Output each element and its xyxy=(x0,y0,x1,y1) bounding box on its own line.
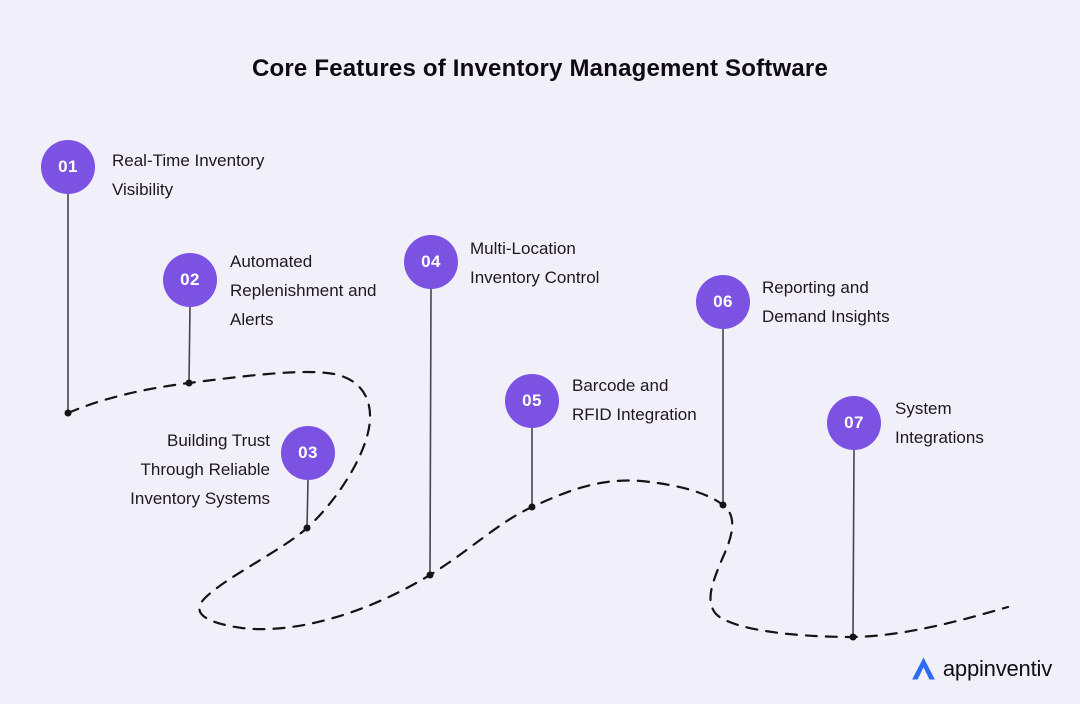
anchor-dot-01 xyxy=(64,409,72,417)
appinventiv-logo-icon xyxy=(912,657,935,680)
step-label-01-line-1: Real-Time Inventory xyxy=(112,151,265,170)
step-stems xyxy=(67,193,855,638)
step-label-03: Building Trust Through Reliable Inventor… xyxy=(90,426,270,513)
step-circle-03: 03 xyxy=(281,426,335,480)
step-label-07: System Integrations xyxy=(895,394,984,452)
anchor-dot-02 xyxy=(185,379,193,387)
step-label-01: Real-Time Inventory Visibility xyxy=(112,146,264,204)
step-number-04: 04 xyxy=(421,252,441,271)
step-label-02: Automated Replenishment and Alerts xyxy=(230,247,376,334)
step-label-06-line-1: Reporting and xyxy=(762,278,869,297)
stem-04 xyxy=(429,288,432,576)
step-label-06: Reporting and Demand Insights xyxy=(762,273,890,331)
step-number-02: 02 xyxy=(180,270,200,289)
step-label-03-line-3: Inventory Systems xyxy=(130,489,270,508)
brand-logo: appinventiv xyxy=(910,655,1052,682)
anchor-dot-03 xyxy=(303,524,311,532)
anchor-dot-07 xyxy=(849,633,857,641)
stem-02 xyxy=(188,305,191,384)
brand-name: appinventiv xyxy=(942,655,1052,681)
step-label-02-line-2: Replenishment and xyxy=(230,281,377,300)
stem-07 xyxy=(852,449,855,638)
step-number-06: 06 xyxy=(713,292,733,311)
step-label-02-line-1: Automated xyxy=(230,252,313,271)
step-label-06-line-2: Demand Insights xyxy=(762,307,890,326)
step-circle-07: 07 xyxy=(827,396,881,450)
anchor-dot-05 xyxy=(528,503,536,511)
page-title: Core Features of Inventory Management So… xyxy=(252,55,828,82)
anchor-dot-06 xyxy=(719,501,727,509)
step-label-07-line-1: System xyxy=(895,399,952,418)
stem-03 xyxy=(306,479,309,529)
step-label-07-line-2: Integrations xyxy=(895,428,984,447)
step-label-04-line-2: Inventory Control xyxy=(470,268,600,287)
step-label-05-line-1: Barcode and xyxy=(572,376,669,395)
step-number-01: 01 xyxy=(58,157,78,176)
step-circle-04: 04 xyxy=(404,235,458,289)
step-anchor-dots xyxy=(64,379,857,641)
step-number-05: 05 xyxy=(522,391,542,410)
dashed-journey-path xyxy=(66,370,1010,639)
step-label-03-line-2: Through Reliable xyxy=(140,460,270,479)
step-label-02-line-3: Alerts xyxy=(230,310,274,329)
step-circle-02: 02 xyxy=(163,253,217,307)
step-label-03-line-1: Building Trust xyxy=(167,431,270,450)
step-number-03: 03 xyxy=(298,443,318,462)
step-number-07: 07 xyxy=(844,413,864,432)
step-circle-05: 05 xyxy=(505,374,559,428)
step-label-05: Barcode and RFID Integration xyxy=(572,371,697,429)
step-circle-01: 01 xyxy=(41,140,95,194)
step-label-01-line-2: Visibility xyxy=(112,180,174,199)
step-label-05-line-2: RFID Integration xyxy=(572,405,697,424)
step-label-04: Multi-Location Inventory Control xyxy=(470,234,599,292)
step-circle-06: 06 xyxy=(696,275,750,329)
anchor-dot-04 xyxy=(426,571,434,579)
step-label-04-line-1: Multi-Location xyxy=(470,239,576,258)
